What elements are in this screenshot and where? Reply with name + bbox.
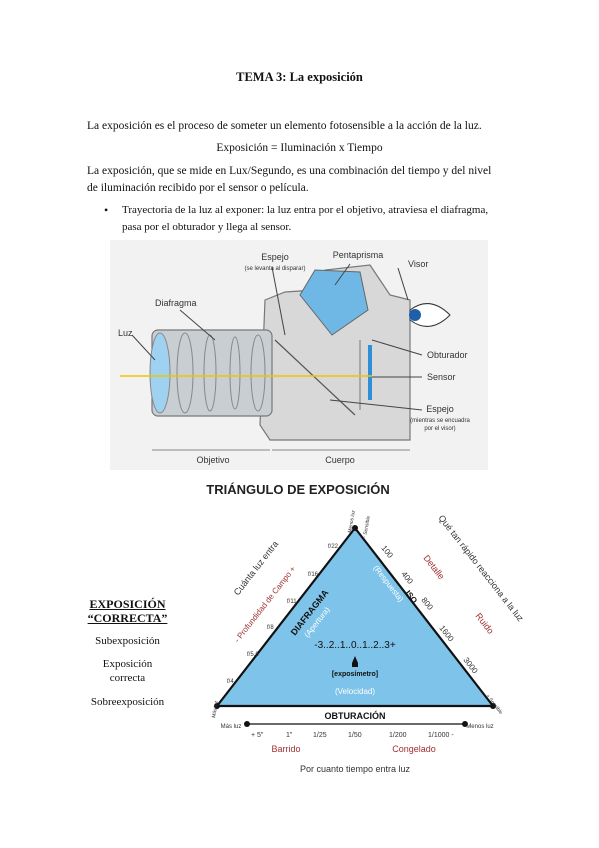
menos-luz-bottom: Menos luz [466,724,493,730]
bullet-line-2: pasa por el obturador y llega al sensor. [122,221,292,233]
label-sensor: Sensor [427,372,456,382]
side-item-sobreexposicion: Sobreexposición [90,696,165,708]
label-objetivo: Objetivo [196,455,229,465]
label-obturador: Obturador [427,350,468,360]
side-item-subexposicion: Subexposición [95,635,160,647]
label-espejo-top-sub: (se levanta al disparar) [244,266,305,272]
shutter-1s: 1" [286,732,293,739]
exposure-triangle-diagram: TRIÁNGULO DE EXPOSICIÓN Cuánta luz entra… [206,482,526,774]
side-heading-1: EXPOSICIÓN [89,597,166,611]
shutter-1-200: 1/200 [389,732,407,739]
label-espejo-bottom-sub2: por el visor) [424,426,455,432]
label-luz: Luz [118,328,133,338]
mas-luz-left: Más luz [211,700,220,718]
exposure-scale: -3..2..1..0..1..2..3+ [314,640,396,651]
obturacion-label: OBTURACIÓN [325,710,386,721]
barrido-label: Barrido [271,744,300,754]
label-espejo-top: Espejo [261,252,289,262]
label-espejo-bottom: Espejo [426,404,454,414]
side-heading-2: “CORRECTA” [87,611,168,625]
shutter-5s: + 5" [251,732,264,739]
label-diafragma: Diafragma [155,298,197,308]
exposimetro-label: [exposímetro] [332,671,378,678]
label-espejo-bottom-sub1: (mientras se encuadra [410,418,470,424]
shutter-1-50: 1/50 [348,732,362,739]
f-stop-8: f/8 [267,625,274,631]
mas-luz-bottom: Más luz [221,724,242,730]
label-cuerpo: Cuerpo [325,455,355,465]
paragraph-line-2: de iluminación recibido por el sensor o … [87,182,309,194]
formula: Exposición = Iluminación x Tiempo [216,142,383,154]
detalle-label: Detalle [421,553,446,581]
bullet-line-1: Trayectoria de la luz al exponer: la luz… [122,204,489,216]
f-stop-16: f/16 [308,572,319,578]
paragraph-definition: La exposición es el proceso de someter u… [87,120,482,132]
f-stop-22: f/22 [328,544,339,550]
page-title: TEMA 3: La exposición [236,70,363,84]
camera-diagram: Espejo (se levanta al disparar) Pentapri… [110,240,488,470]
label-pentaprisma: Pentaprisma [333,250,384,260]
label-visor: Visor [408,259,428,269]
triangle-title: TRIÁNGULO DE EXPOSICIÓN [206,482,389,497]
exposimetro-icon [352,656,358,663]
shutter-1-25: 1/25 [313,732,327,739]
menos-luz-top: Menos luz [347,509,357,533]
iso-100: 100 [379,544,395,560]
congelado-label: Congelado [392,744,436,754]
iso-400: 400 [399,570,415,586]
sensible-top: - Sensible [362,515,372,538]
f-stop-4: f/4 [227,679,234,685]
paragraph-line-1: La exposición, que se mide en Lux/Segund… [87,165,492,177]
side-item-correcta-1: Exposición [102,658,153,670]
velocidad-label: (Velocidad) [335,687,375,696]
bottom-caption: Por cuanto tiempo entra luz [300,764,411,774]
side-item-correcta-2: correcta [109,672,146,684]
shutter-1-1000: 1/1000 - [428,732,454,739]
bullet-icon: • [104,203,109,217]
iso-800: 800 [419,596,435,612]
right-outer-label: Qué tan rápido reacciona a la luz [436,513,526,624]
f-stop-11: f/11 [287,599,297,605]
ruido-label: Ruido [473,611,495,636]
f-stop-5-6: f/5.6 [247,652,259,658]
